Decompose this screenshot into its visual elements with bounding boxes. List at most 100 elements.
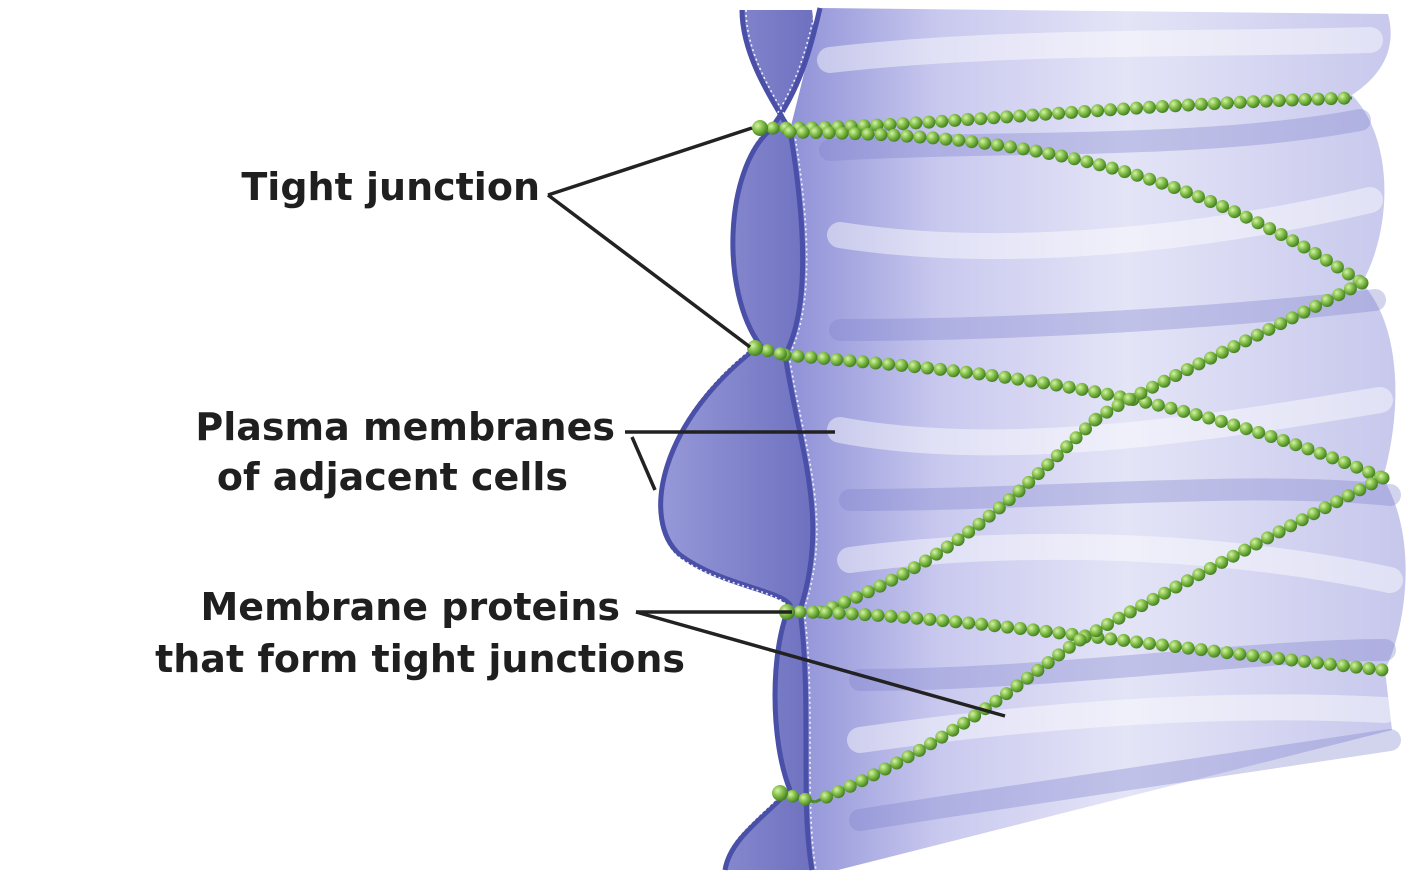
- protein-bead: [890, 757, 903, 770]
- protein-bead: [1342, 489, 1355, 502]
- protein-bead: [1089, 414, 1102, 427]
- junction-contact-bead: [752, 120, 768, 136]
- protein-bead: [1227, 340, 1240, 353]
- protein-bead: [896, 117, 909, 130]
- protein-bead: [1091, 104, 1104, 117]
- protein-bead: [1181, 574, 1194, 587]
- protein-bead: [1250, 538, 1263, 551]
- protein-bead: [1143, 637, 1156, 650]
- protein-bead: [1078, 105, 1091, 118]
- protein-bead: [1239, 334, 1252, 347]
- tight-junction-label: Tight junction: [241, 165, 540, 209]
- leader-plasma-membranes-left: [632, 437, 655, 490]
- protein-bead: [1309, 247, 1322, 260]
- protein-bead: [1053, 626, 1066, 639]
- protein-bead: [1309, 300, 1322, 313]
- protein-bead: [1093, 158, 1106, 171]
- protein-bead: [924, 737, 937, 750]
- protein-bead: [1227, 550, 1240, 563]
- protein-bead: [799, 793, 812, 806]
- protein-bead: [1090, 624, 1103, 637]
- protein-bead: [1286, 311, 1299, 324]
- protein-bead: [1277, 434, 1290, 447]
- protein-bead: [1325, 92, 1338, 105]
- protein-bead: [1024, 375, 1037, 388]
- protein-bead: [823, 126, 836, 139]
- protein-bead: [1297, 306, 1310, 319]
- protein-bead: [1221, 96, 1234, 109]
- protein-bead: [946, 724, 959, 737]
- protein-bead: [767, 122, 780, 135]
- protein-bead: [913, 744, 926, 757]
- protein-bead: [1215, 556, 1228, 569]
- protein-bead: [1251, 329, 1264, 342]
- protein-bead: [1338, 92, 1351, 105]
- plasma-membranes-label-line1: Plasma membranes: [195, 405, 615, 449]
- protein-bead: [817, 352, 830, 365]
- protein-bead: [849, 127, 862, 140]
- protein-bead: [1274, 317, 1287, 330]
- protein-bead: [1169, 581, 1182, 594]
- protein-bead: [1027, 623, 1040, 636]
- protein-bead: [1168, 181, 1181, 194]
- protein-bead: [923, 613, 936, 626]
- protein-bead: [1350, 661, 1363, 674]
- protein-bead: [1117, 634, 1130, 647]
- protein-bead: [1123, 393, 1136, 406]
- protein-bead: [1155, 177, 1168, 190]
- protein-bead: [895, 359, 908, 372]
- protein-bead: [1321, 294, 1334, 307]
- protein-bead: [1042, 656, 1055, 669]
- protein-bead: [843, 354, 856, 367]
- protein-bead: [1004, 140, 1017, 153]
- protein-bead: [1298, 655, 1311, 668]
- protein-bead: [1143, 173, 1156, 186]
- protein-bead: [1238, 544, 1251, 557]
- protein-bead: [1331, 261, 1344, 274]
- protein-bead: [836, 127, 849, 140]
- protein-bead: [1156, 100, 1169, 113]
- protein-bead: [1275, 228, 1288, 241]
- protein-bead: [1208, 97, 1221, 110]
- junction-contact-bead: [747, 340, 763, 356]
- protein-bead: [1060, 440, 1073, 453]
- protein-bead: [1208, 645, 1221, 658]
- protein-bead: [1021, 672, 1034, 685]
- protein-bead: [784, 126, 797, 139]
- protein-bead: [1324, 658, 1337, 671]
- protein-bead: [1262, 323, 1275, 336]
- protein-bead: [862, 128, 875, 141]
- protein-bead: [1337, 659, 1350, 672]
- protein-bead: [991, 139, 1004, 152]
- protein-bead: [885, 574, 898, 587]
- protein-bead: [1190, 408, 1203, 421]
- protein-bead: [1265, 430, 1278, 443]
- protein-bead: [1377, 472, 1390, 485]
- protein-bead: [998, 371, 1011, 384]
- protein-bead: [1319, 501, 1332, 514]
- protein-bead: [1112, 399, 1125, 412]
- protein-bead: [1247, 95, 1260, 108]
- protein-bead: [1297, 241, 1310, 254]
- protein-bead: [1079, 422, 1092, 435]
- protein-bead: [993, 501, 1006, 514]
- protein-bead: [1273, 94, 1286, 107]
- protein-bead: [939, 133, 952, 146]
- protein-bead: [1177, 405, 1190, 418]
- protein-bead: [1259, 651, 1272, 664]
- protein-bead: [1195, 643, 1208, 656]
- protein-bead: [1014, 622, 1027, 635]
- protein-bead: [919, 555, 932, 568]
- junction-contact-bead: [772, 785, 788, 801]
- protein-bead: [833, 607, 846, 620]
- protein-bead: [1051, 449, 1064, 462]
- protein-bead: [1068, 152, 1081, 165]
- protein-bead: [1135, 599, 1148, 612]
- protein-bead: [1181, 363, 1194, 376]
- protein-bead: [908, 360, 921, 373]
- protein-bead: [1050, 379, 1063, 392]
- protein-bead: [1233, 648, 1246, 661]
- leader-tight-junction-upper: [548, 128, 752, 195]
- protein-bead: [909, 116, 922, 129]
- protein-bead: [1011, 373, 1024, 386]
